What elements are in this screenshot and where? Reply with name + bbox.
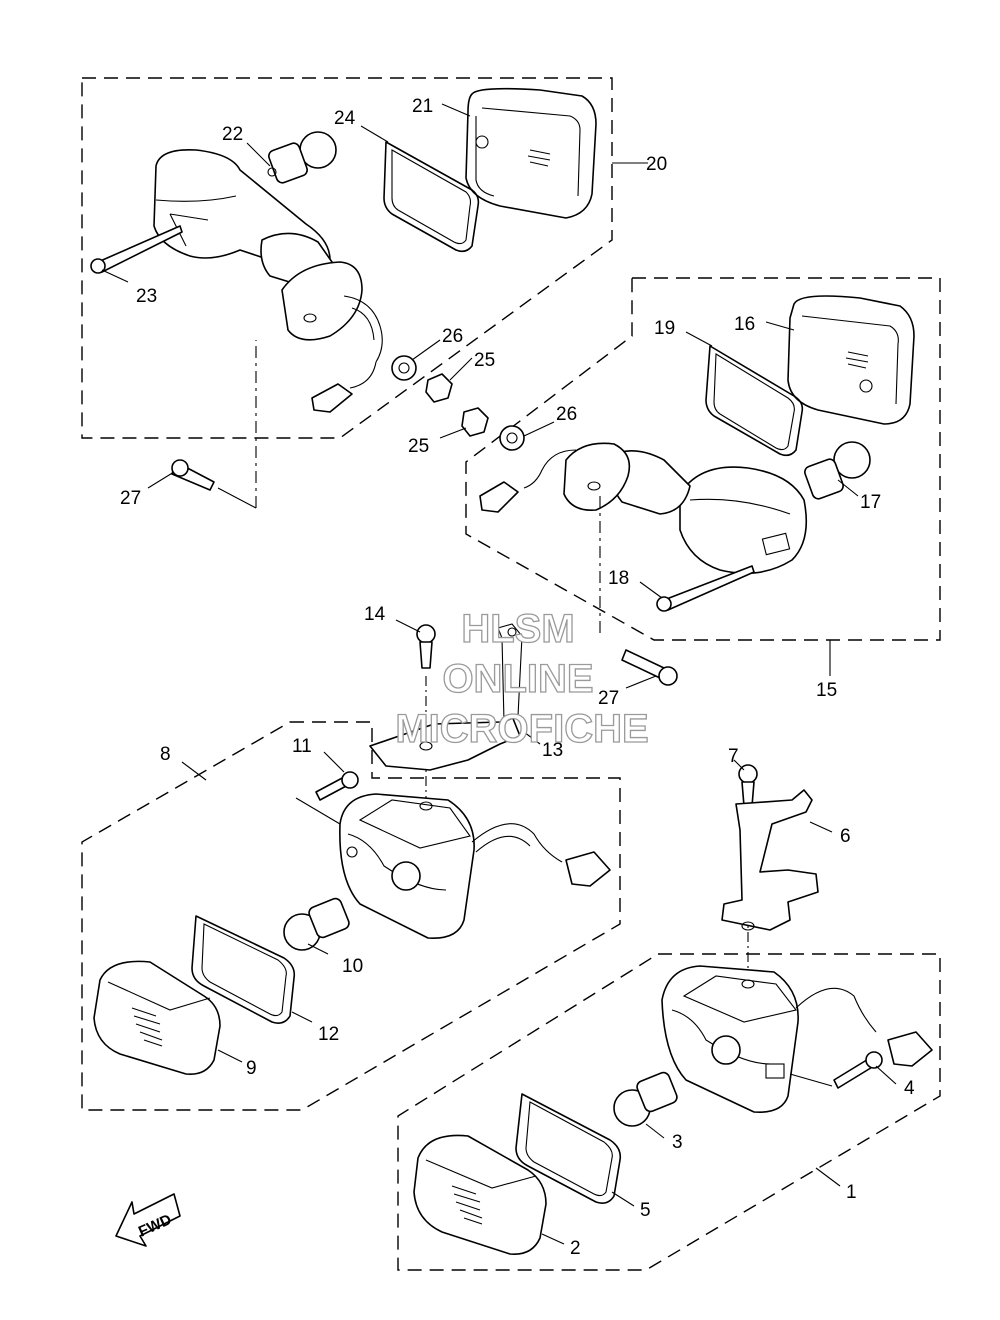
callout-12: 12 (318, 1024, 339, 1045)
watermark-line-1: HLSM (461, 607, 574, 651)
bulb-part-10 (283, 897, 350, 951)
flasher-assembly-front-left (90, 87, 597, 509)
callout-18: 18 (608, 568, 629, 589)
callout-25a: 25 (474, 350, 495, 371)
flasher-assembly-rear-left (93, 771, 611, 1076)
assembly-15-boundary (465, 277, 941, 641)
lens-part-21 (465, 87, 597, 219)
bulb-part-3 (613, 1071, 678, 1127)
watermark-line-2: ONLINE (442, 657, 593, 701)
callout-27b: 27 (598, 688, 619, 709)
callout-14: 14 (364, 604, 386, 625)
washer-part-26b (499, 425, 525, 451)
watermark-line-3: MICROFICHE (395, 707, 648, 751)
callout-22: 22 (222, 124, 243, 145)
watermark: HLSM ONLINE MICROFICHE (395, 606, 650, 751)
callout-10: 10 (342, 956, 363, 977)
bulb-part-17 (804, 441, 871, 500)
bracket-part-6 (721, 789, 819, 931)
gasket-part-19 (705, 345, 804, 457)
lens-part-9 (93, 960, 221, 1076)
gasket-part-24 (383, 141, 480, 253)
callout-8: 8 (160, 744, 171, 765)
callout-20: 20 (646, 154, 667, 175)
housing-front-right (679, 466, 808, 575)
callout-1: 1 (846, 1182, 857, 1203)
screw-part-11 (315, 771, 359, 801)
callout-numbers: 22 24 21 20 23 26 25 27 19 16 17 18 25 2… (120, 96, 915, 1259)
callout-11: 11 (292, 736, 312, 757)
screw-part-23 (90, 225, 183, 274)
callout-7: 7 (728, 746, 739, 767)
bracket-part-13 (369, 715, 521, 771)
callout-15: 15 (816, 680, 837, 701)
lens-part-2 (413, 1134, 547, 1255)
callout-25b: 25 (408, 436, 429, 457)
bracket-assembly-13 (369, 623, 523, 820)
callout-21: 21 (412, 96, 433, 117)
lens-part-16 (787, 295, 915, 425)
callout-26a: 26 (442, 326, 463, 347)
callout-6: 6 (840, 826, 851, 847)
callout-4: 4 (904, 1078, 915, 1099)
callout-27a: 27 (120, 488, 141, 509)
callout-17: 17 (860, 492, 881, 513)
callout-24: 24 (334, 108, 356, 129)
gasket-part-12 (191, 915, 296, 1024)
callout-9: 9 (246, 1058, 257, 1079)
assembly-1-boundary (397, 953, 941, 1271)
forward-direction-indicator: FWD (115, 1193, 181, 1247)
screw-part-18 (656, 565, 755, 612)
washer-part-26a (391, 355, 417, 381)
gasket-part-5 (515, 1093, 622, 1204)
flasher-assembly-front-right (461, 295, 915, 686)
assembly-20-boundary (81, 77, 613, 439)
nut-part-25b (461, 407, 489, 437)
bolt-part-27b (621, 649, 665, 679)
callout-19: 19 (654, 318, 675, 339)
callout-2: 2 (570, 1238, 581, 1259)
callout-5: 5 (640, 1200, 651, 1221)
callout-26b: 26 (556, 404, 577, 425)
callout-13: 13 (542, 740, 563, 761)
callout-3: 3 (672, 1132, 683, 1153)
callout-leaders (101, 103, 897, 1245)
screw-part-14 (419, 641, 433, 669)
callout-23: 23 (136, 286, 157, 307)
callout-16: 16 (734, 314, 755, 335)
nut-part-25a (425, 373, 453, 403)
assembly-8-boundary (81, 721, 621, 1111)
bulb-part-22 (267, 131, 337, 184)
flasher-assembly-rear-right (413, 764, 933, 1255)
screw-part-4 (833, 1051, 883, 1089)
